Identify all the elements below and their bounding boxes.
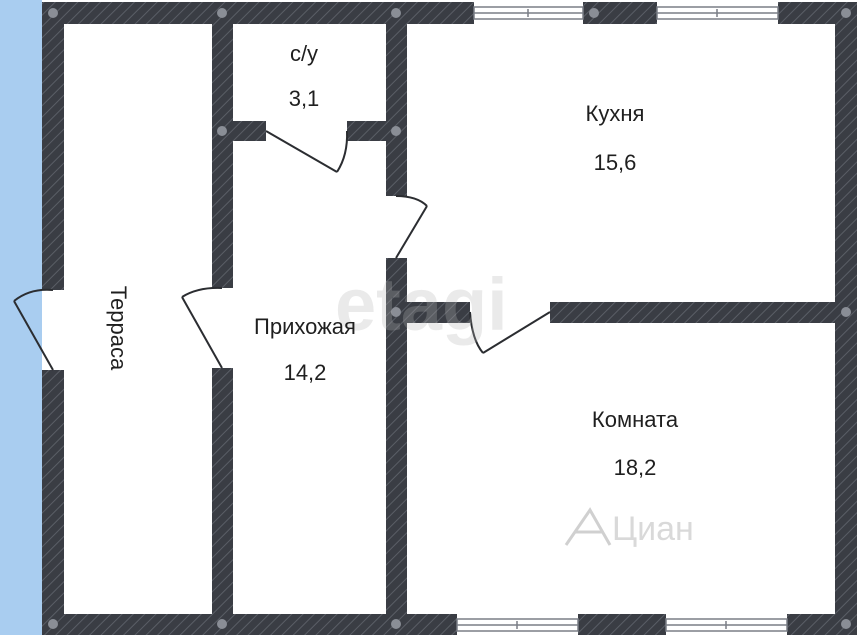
wall-left-upper xyxy=(42,2,64,290)
wall-bottom-left xyxy=(42,614,457,635)
bathroom-name: с/у xyxy=(289,41,319,66)
room-area: 18,2 xyxy=(613,455,657,480)
door-kitchen xyxy=(395,195,428,259)
wall-top-middle xyxy=(583,2,657,24)
cian-logo-icon xyxy=(564,507,612,546)
door-terrace-entrance xyxy=(13,288,54,371)
kitchen-area: 15,6 xyxy=(593,150,637,175)
wall-node xyxy=(217,126,227,136)
door-room xyxy=(469,311,551,354)
kitchen-name: Кухня xyxy=(585,101,645,126)
room-name: Комната xyxy=(591,407,679,432)
wall-node xyxy=(589,8,599,18)
doors xyxy=(13,130,551,371)
window-bottom-right xyxy=(665,618,788,632)
wall-node xyxy=(391,8,401,18)
wall-node xyxy=(217,619,227,629)
wall-node xyxy=(841,619,851,629)
window-top-left xyxy=(473,6,584,20)
hallway-area: 14,2 xyxy=(283,360,327,385)
window-bottom-left xyxy=(456,618,579,632)
wall-node xyxy=(217,8,227,18)
windows xyxy=(456,6,788,632)
wall-node xyxy=(841,8,851,18)
window-top-right xyxy=(656,6,779,20)
wall-node xyxy=(841,307,851,317)
wall-left-lower xyxy=(42,370,64,635)
wall-hallway-lower xyxy=(386,258,407,635)
door-terrace-hallway xyxy=(181,286,223,369)
wall-hallway-upper xyxy=(386,2,407,196)
wall-kitchen-room-left xyxy=(386,302,470,323)
wall-node xyxy=(48,8,58,18)
wall-node xyxy=(48,619,58,629)
door-bathroom xyxy=(265,130,349,173)
left-edge-strip xyxy=(0,0,42,635)
bathroom-area: 3,1 xyxy=(288,86,320,111)
wall-bathroom-bottom-left xyxy=(212,121,266,141)
wall-top-left xyxy=(42,2,474,24)
wall-bottom-middle xyxy=(578,614,666,635)
wall-nodes xyxy=(48,8,851,629)
hallway-name: Прихожая xyxy=(254,314,356,339)
wall-node xyxy=(391,619,401,629)
wall-node xyxy=(391,307,401,317)
wall-terrace-lower xyxy=(212,368,233,635)
wall-terrace-upper xyxy=(212,2,233,288)
wall-kitchen-room-right xyxy=(550,302,857,323)
wall-node xyxy=(391,126,401,136)
terrace-name: Терраса xyxy=(106,285,131,371)
walls xyxy=(42,2,857,635)
